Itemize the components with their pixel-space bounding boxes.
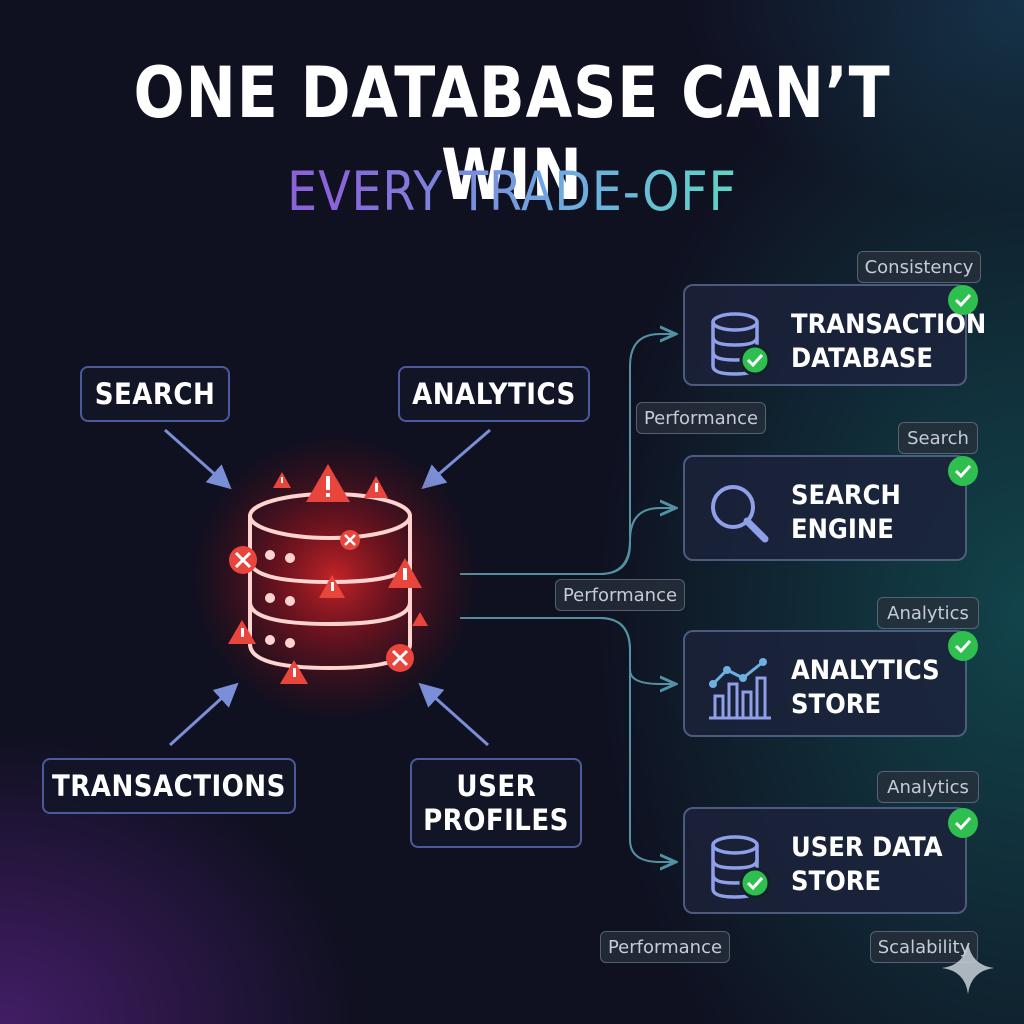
check-badge-icon bbox=[948, 631, 978, 661]
check-badge-icon bbox=[948, 285, 978, 315]
store-label-line1: SEARCH bbox=[791, 480, 901, 511]
page-subtitle: EVERY TRADE-OFF bbox=[61, 160, 962, 223]
store-label-line1: USER DATA bbox=[791, 832, 943, 863]
store-label-line1: TRANSACTION bbox=[791, 309, 987, 340]
workload-transactions: TRANSACTIONS bbox=[42, 758, 296, 814]
store-card-user-data-store: USER DATA STORE bbox=[683, 807, 978, 914]
store-card-search-engine: SEARCH ENGINE bbox=[683, 455, 978, 561]
workload-search: SEARCH bbox=[80, 366, 230, 422]
store-label-line1: ANALYTICS bbox=[791, 655, 940, 686]
edge-label-performance: Performance bbox=[636, 402, 766, 434]
workload-analytics: ANALYTICS bbox=[398, 366, 590, 422]
database-check-icon bbox=[711, 835, 771, 899]
page-title: ONE DATABASE CAN’T WIN bbox=[133, 52, 891, 216]
wire-to-search-engine bbox=[599, 508, 676, 575]
store-tag-analytics: Analytics bbox=[877, 597, 979, 629]
store-tag-analytics: Analytics bbox=[877, 771, 979, 803]
store-card-transaction-database: TRANSACTION DATABASE bbox=[683, 284, 987, 386]
arrow-userprofiles-in bbox=[418, 682, 489, 747]
database-check-icon bbox=[711, 312, 771, 376]
edge-label-performance: Performance bbox=[600, 931, 730, 963]
arrow-search-in bbox=[164, 428, 232, 490]
workload-user-profiles: USER PROFILES bbox=[410, 758, 582, 848]
store-label-line2: ENGINE bbox=[791, 514, 894, 545]
store-card-analytics-store: ANALYTICS STORE bbox=[683, 630, 978, 737]
bar-line-chart-icon bbox=[709, 658, 771, 720]
sparkle-icon bbox=[942, 942, 994, 994]
edge-label-scalability: Scalability bbox=[870, 931, 978, 963]
wire-to-user-data-store bbox=[599, 617, 676, 862]
overloaded-database-icon bbox=[190, 433, 480, 720]
store-tag-consistency: Consistency bbox=[857, 251, 981, 283]
error-icon bbox=[229, 546, 257, 574]
store-label-line2: DATABASE bbox=[791, 343, 934, 374]
arrow-transactions-in bbox=[168, 682, 239, 747]
store-label-line2: STORE bbox=[791, 866, 882, 897]
warning-icon bbox=[306, 464, 350, 502]
store-label-line2: STORE bbox=[791, 689, 882, 720]
wire-to-analytics-store bbox=[460, 617, 676, 684]
store-tag-search: Search bbox=[898, 422, 978, 454]
check-badge-icon bbox=[948, 808, 978, 838]
edge-label-performance: Performance bbox=[555, 579, 685, 611]
check-badge-icon bbox=[948, 456, 978, 486]
magnifier-icon bbox=[711, 485, 769, 543]
